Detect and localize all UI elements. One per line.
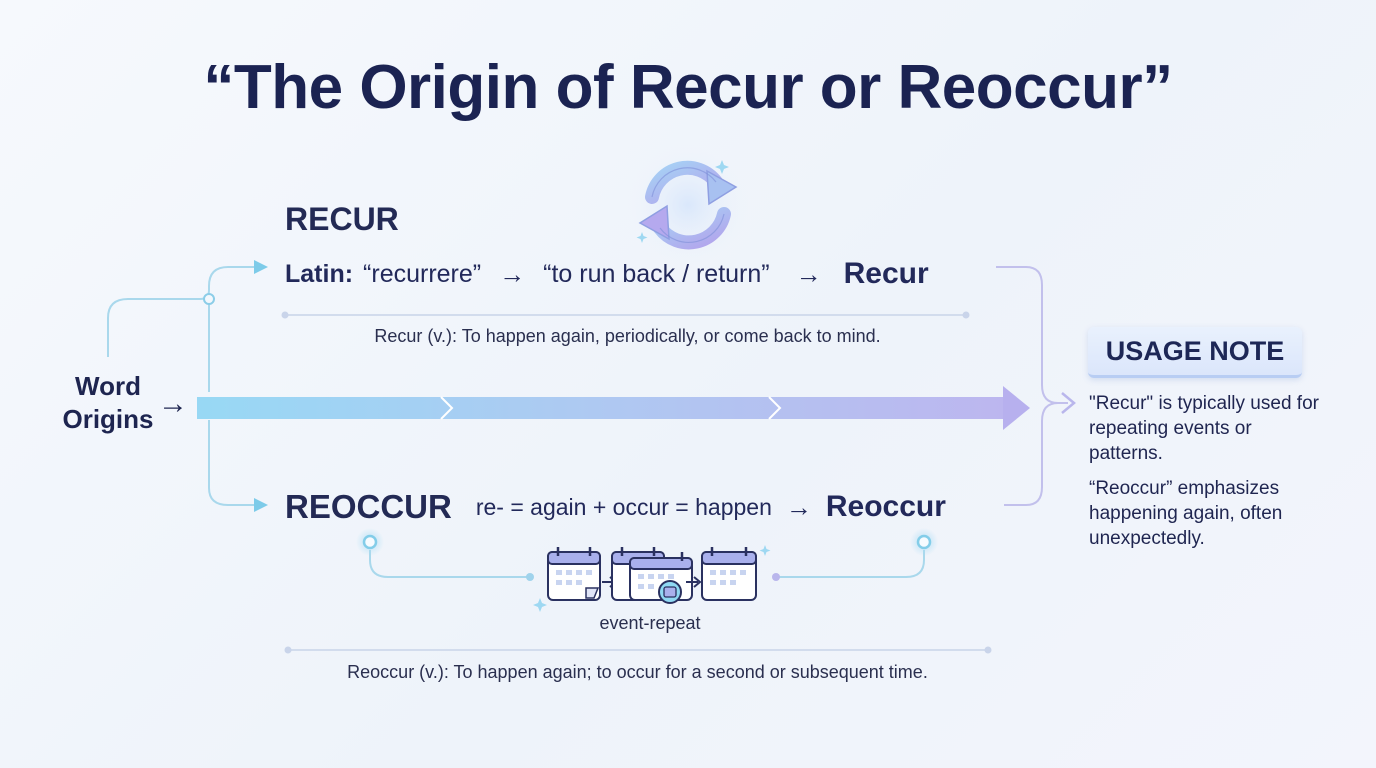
cycle-arrows-icon <box>626 143 750 267</box>
usage-note-arrowhead <box>1061 392 1076 414</box>
page-title: “The Origin of Recur or Reoccur” <box>203 53 1173 122</box>
usage-note-connectors <box>996 266 1068 506</box>
recur-definition: Recur (v.): To happen again, periodicall… <box>374 326 881 346</box>
timeline-band <box>197 386 1030 430</box>
word-origins-label: Word Origins <box>52 370 164 436</box>
word-origins-line2: Origins <box>62 404 154 434</box>
branch-arrowheads <box>254 260 268 512</box>
calendar-repeat-icon <box>533 545 771 612</box>
glow-dots <box>356 528 938 581</box>
usage-note-recur: "Recur" is typically used for repeating … <box>1089 393 1319 464</box>
recur-arrow-2-icon: → <box>795 258 822 289</box>
latin-meaning: “to run back / return” <box>543 259 770 288</box>
reoccur-heading: REOCCUR <box>285 488 452 525</box>
reoccur-formula: re- = again + occur = happen <box>475 493 772 520</box>
recur-arrow-1-icon: → <box>499 258 526 289</box>
word-origins-line1: Word <box>75 371 141 401</box>
recur-underline <box>281 311 970 319</box>
reoccur-arrow-icon: → <box>785 491 812 522</box>
event-repeat-label: event-repeat <box>599 613 701 633</box>
recur-result: Recur <box>843 257 929 290</box>
recur-etymology-row: Latin: “recurrere” → “to run back / retu… <box>285 254 929 294</box>
word-origins-arrow-icon: → <box>158 387 188 420</box>
branch-node <box>203 293 215 305</box>
reoccur-result: Reoccur <box>825 490 946 523</box>
reoccur-lower-connectors <box>369 550 925 578</box>
reoccur-etymology-row: REOCCUR re- = again + occur = happen → R… <box>285 485 946 529</box>
recur-heading: RECUR <box>285 201 399 237</box>
latin-word: “recurrere” <box>363 259 482 288</box>
reoccur-definition: Reoccur (v.): To happen again; to occur … <box>347 662 928 682</box>
reoccur-underline <box>284 646 992 654</box>
usage-note-title: USAGE NOTE <box>1088 327 1302 378</box>
usage-note-reoccur: “Reoccur” emphasizes happening again, of… <box>1089 478 1283 549</box>
latin-label: Latin: <box>285 259 354 288</box>
